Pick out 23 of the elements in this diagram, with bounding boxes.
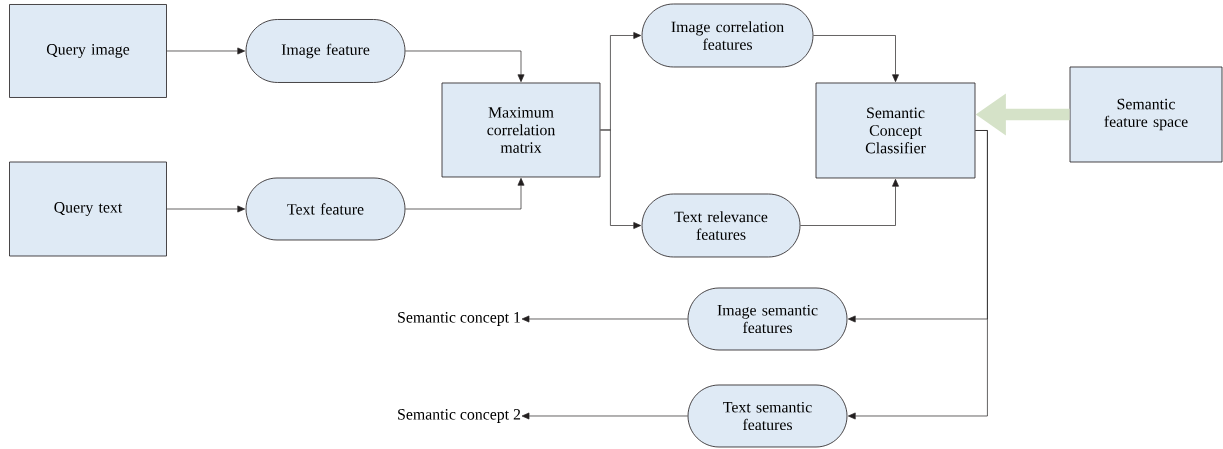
arrow bbox=[521, 315, 688, 323]
output-label: Semantic concept 2 bbox=[398, 409, 521, 423]
process-box: Maximum correlation matrix bbox=[441, 82, 601, 178]
arrow bbox=[813, 35, 899, 83]
arrow bbox=[800, 178, 899, 226]
arrow bbox=[166, 47, 246, 55]
arrow bbox=[847, 130, 988, 420]
arrow bbox=[405, 177, 525, 210]
arrow bbox=[600, 129, 642, 229]
feature-pill: Image semantic features bbox=[687, 287, 848, 351]
process-box: Semantic Concept Classifier bbox=[815, 82, 976, 179]
arrow bbox=[166, 205, 246, 213]
arrow bbox=[521, 412, 688, 420]
feature-pill: Text relevance features bbox=[641, 193, 801, 258]
feature-pill: Image feature bbox=[245, 19, 406, 83]
process-box: Query image bbox=[9, 4, 167, 98]
feature-pill: Text feature bbox=[245, 177, 406, 241]
process-box: Semantic feature space bbox=[1069, 66, 1223, 163]
output-label: Semantic concept 1 bbox=[398, 312, 520, 326]
arrow bbox=[405, 50, 525, 83]
process-box: Query text bbox=[9, 161, 167, 257]
feature-pill: Image correlation features bbox=[641, 3, 814, 68]
feature-pill: Text semantic features bbox=[687, 384, 848, 448]
